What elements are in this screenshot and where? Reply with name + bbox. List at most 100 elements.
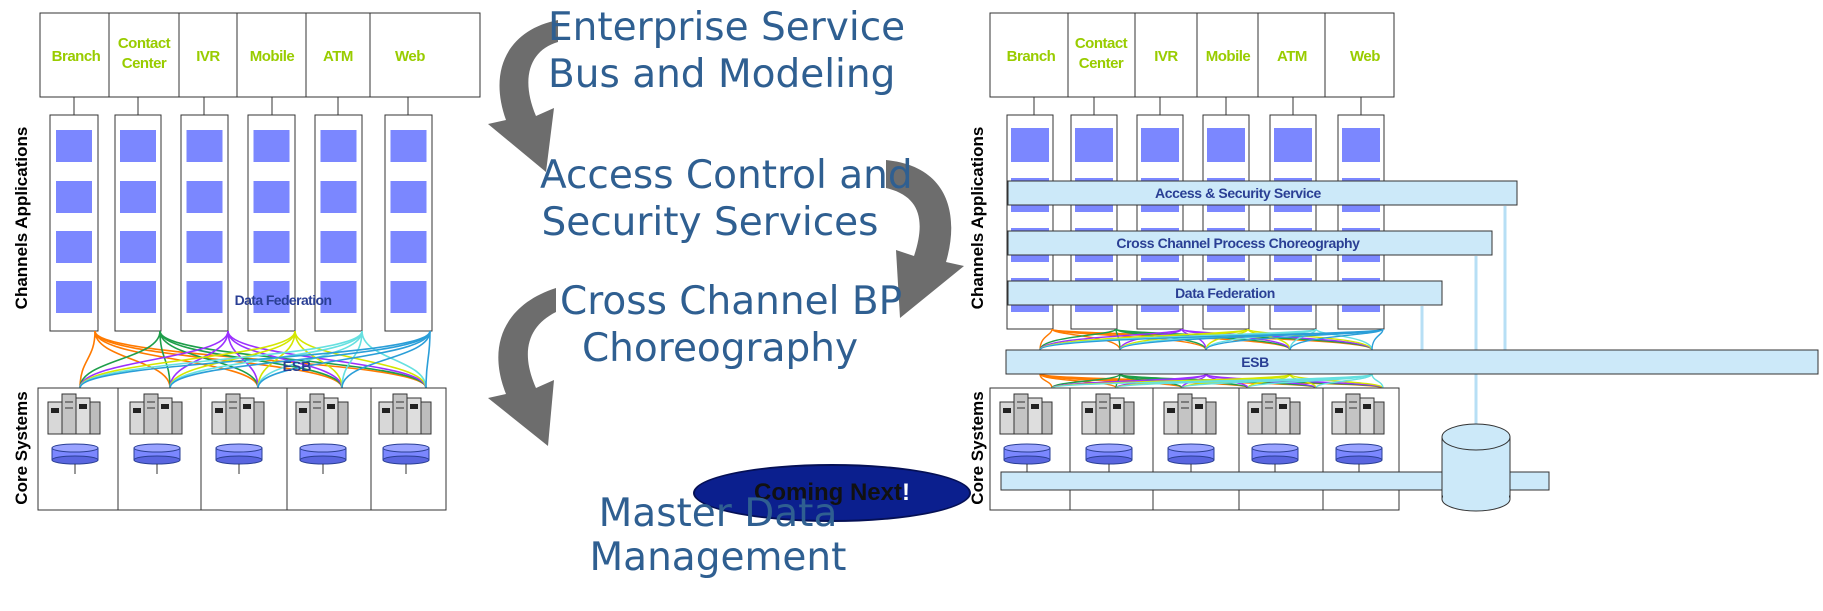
left-diagram: Branch Contact Center IVR Mobile ATM Web… [12,12,481,511]
arrow-1 [488,20,558,172]
data-federation-label: Data Federation [1175,285,1275,301]
left-app-block [186,281,223,313]
right-app-block [1342,128,1380,162]
left-database-icon [133,443,181,465]
left-link [425,330,431,389]
left-app-block [390,130,427,162]
left-link [169,330,229,389]
right-app-block [1141,128,1179,162]
right-channel-web: Web [1350,48,1380,65]
left-link [294,330,427,389]
left-link [257,330,363,389]
left-link [159,330,171,389]
left-database-icon [215,443,263,465]
left-link [169,330,431,389]
right-side-label-apps: Channels Applications [968,127,987,310]
left-app-block [120,281,156,313]
right-channel-branch: Branch [1007,48,1056,65]
access-security-bar [1007,180,1518,206]
esb-label: ESB [1241,354,1269,370]
left-link [79,330,363,389]
left-link [169,330,296,389]
left-side-label-core: Core Systems [12,391,31,504]
left-database-icon [382,443,430,465]
right-channel-contact-line2: Center [1079,55,1124,72]
right-link [1371,328,1384,351]
left-app-block [253,281,290,313]
left-app-block [186,130,223,162]
right-link [1289,373,1384,389]
left-app-columns [49,114,433,332]
left-link [227,330,259,389]
right-link [1315,373,1373,389]
coming-next-mark: ! [902,479,910,506]
left-app-block [186,231,223,263]
left-link [79,330,96,389]
step4-line1: Master Data [598,491,838,536]
right-link [1051,328,1121,351]
left-link [79,330,431,389]
coming-next-text: Coming Next [753,479,902,506]
left-point-to-point-links [79,330,431,389]
left-app-block [253,181,290,213]
right-database-icon [1335,443,1383,465]
left-app-block [56,281,92,313]
esb-bar [1005,349,1819,375]
step4-line2: Management [589,535,847,580]
left-app-block [186,181,223,213]
right-channel-contact-line1: Contact [1075,35,1128,52]
left-link [361,330,427,389]
right-link [1039,328,1053,351]
left-channel-mobile: Mobile [250,48,295,65]
left-link [341,330,431,389]
left-app-block [120,231,156,263]
left-database-icon [51,443,99,465]
right-channel-mobile: Mobile [1206,48,1251,65]
right-channel-ivr: IVR [1154,48,1178,65]
choreography-label: Cross Channel Process Choreography [1116,235,1360,251]
left-link [169,330,363,389]
left-link [79,330,161,389]
left-app-block [390,231,427,263]
left-app-block [320,281,357,313]
right-app-block [1274,128,1312,162]
left-link [341,330,363,389]
right-diagram: Branch Contact Center IVR Mobile ATM Web… [968,12,1819,512]
center-flow-arrows [488,20,964,446]
access-security-label: Access & Security Service [1155,185,1322,201]
left-channel-web: Web [395,48,425,65]
right-link [1051,373,1121,389]
left-core-servers [47,393,432,474]
step2-line1: Access Control and [540,153,913,198]
step2-line2: Security Services [541,200,879,245]
right-link [1039,328,1117,351]
left-app-block [320,130,357,162]
right-channel-atm: ATM [1277,48,1307,65]
step3-line2: Choreography [581,326,859,371]
left-database-icon [299,443,347,465]
right-app-block [1207,128,1245,162]
left-link [257,330,431,389]
step3-line1: Cross Channel BP [560,279,903,324]
left-app-block [56,231,92,263]
step-cross-channel: Cross Channel BP Choreography [560,278,903,372]
left-link [257,330,296,389]
left-link [94,330,171,389]
left-app-block [56,181,92,213]
step-esb-modeling: Enterprise Service Bus and Modeling [548,4,905,98]
right-link [1371,373,1384,389]
right-database-icon [1085,443,1133,465]
right-app-block [1075,128,1113,162]
right-link [1181,328,1373,351]
left-link [227,330,343,389]
left-app-block [253,130,290,162]
data-federation-bar [1007,280,1443,306]
step-master-data: Master Data Management [578,492,858,580]
right-database-icon [1003,443,1051,465]
step-access-control: Access Control and Security Services [540,152,913,246]
left-channel-ivr: IVR [196,48,220,65]
left-side-label-apps: Channels Applications [12,127,31,310]
left-channel-contact-line2: Center [122,55,167,72]
left-app-block [390,181,427,213]
